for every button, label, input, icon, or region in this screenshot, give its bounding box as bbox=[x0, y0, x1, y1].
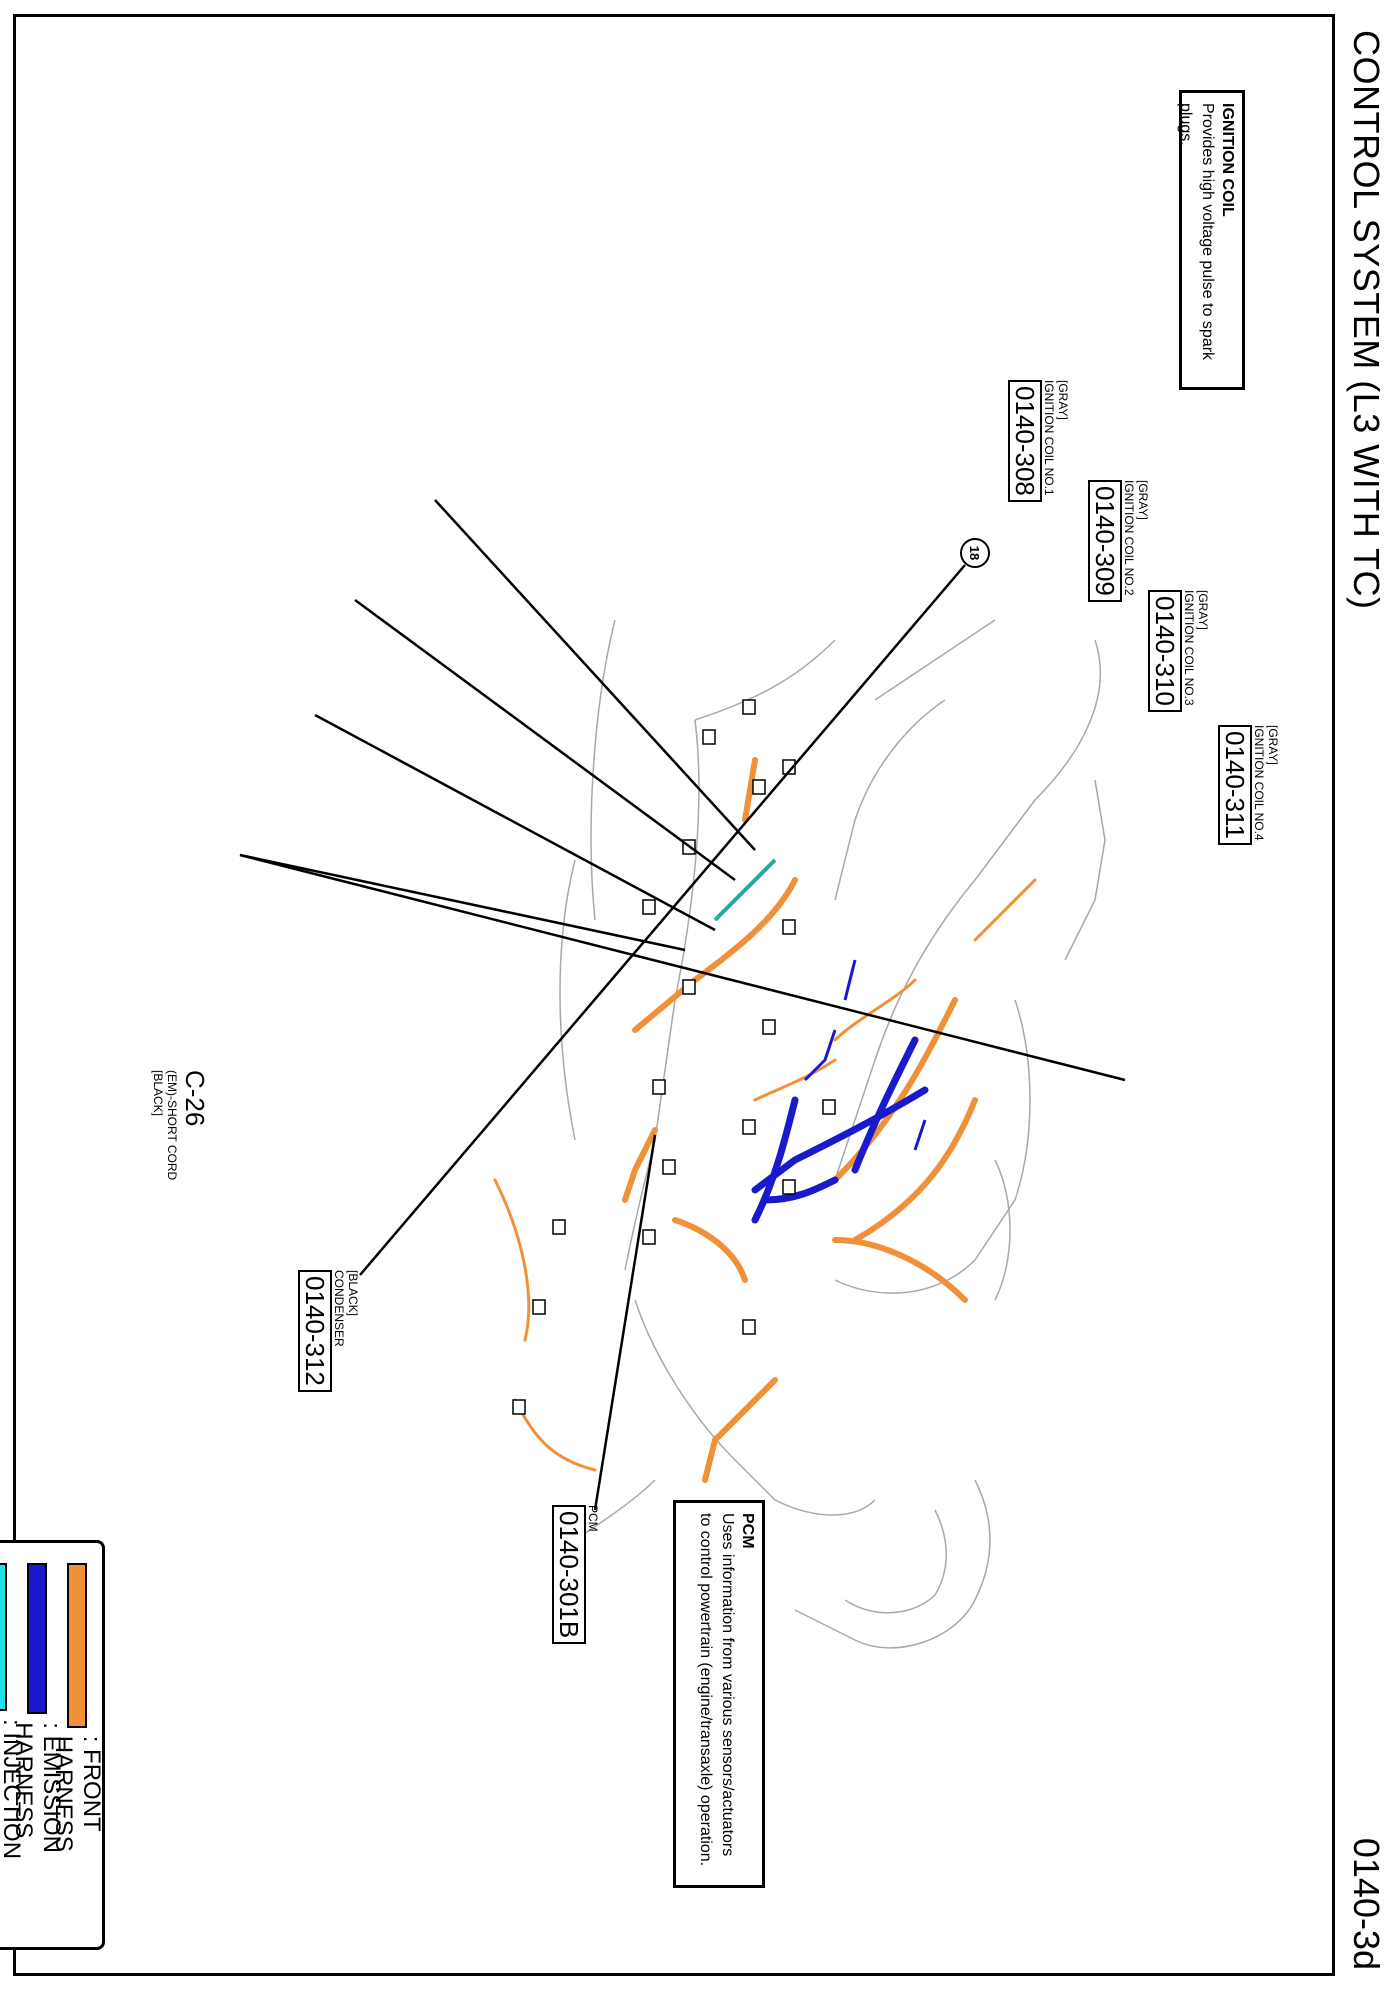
ignition-coil-heading: IGNITION COIL bbox=[1219, 103, 1236, 217]
connector-0140-301b-code[interactable]: 0140-301B bbox=[552, 1505, 586, 1645]
callout-18: 18 bbox=[960, 538, 990, 568]
connector-c-26-name: (EM)-SHORT CORD bbox=[165, 1070, 179, 1181]
connector-0140-308: [GRAY] IGNITION COIL NO.1 0140-308 bbox=[1008, 380, 1070, 502]
pcm-heading: PCM bbox=[739, 1513, 756, 1549]
leader-lines bbox=[239, 499, 1126, 1511]
connector-blobs bbox=[512, 699, 836, 1415]
connector-0140-311-name: IGNITION COIL NO.4 bbox=[1252, 725, 1266, 841]
pcm-info-box: PCM Uses information from various sensor… bbox=[673, 1500, 765, 1888]
connector-0140-311: [GRAY] IGNITION COIL NO.4 0140-311 bbox=[1218, 725, 1280, 845]
connector-0140-310: [GRAY] IGNITION COIL NO.3 0140-310 bbox=[1148, 590, 1210, 712]
connector-0140-311-code[interactable]: 0140-311 bbox=[1218, 725, 1252, 845]
connector-0140-310-color: [GRAY] bbox=[1196, 590, 1210, 630]
emission-harness-branches bbox=[803, 959, 927, 1151]
harness-legend: : FRONT HARNESS : EMISSION HARNESS : INJ… bbox=[0, 1540, 105, 1950]
connector-0140-301b-name: PCM bbox=[586, 1505, 600, 1532]
connector-0140-311-color: [GRAY] bbox=[1266, 725, 1280, 765]
connector-0140-310-name: IGNITION COIL NO.3 bbox=[1182, 590, 1196, 706]
connector-c-26: C-26 (EM)-SHORT CORD [BLACK] bbox=[151, 1070, 210, 1180]
connector-0140-312: [BLACK] CONDENSER 0140-312 bbox=[298, 1270, 360, 1392]
callout-18-label: 18 bbox=[967, 546, 982, 560]
pcm-description-line1: Uses information from various sensors/ac… bbox=[719, 1513, 736, 1857]
connector-c-26-color: [BLACK] bbox=[151, 1070, 165, 1117]
injection-harness bbox=[713, 858, 777, 922]
legend-item-injection: : INJECTION HARNESS bbox=[0, 1563, 25, 1947]
pcm-description-line2: to control powertrain (engine/transaxle)… bbox=[697, 1513, 714, 1867]
legend-item-emission: : EMISSION HARNESS bbox=[10, 1563, 65, 1947]
connector-0140-308-code[interactable]: 0140-308 bbox=[1008, 380, 1042, 502]
vehicle-outline bbox=[559, 619, 1106, 1649]
connector-0140-308-name: IGNITION COIL NO.1 bbox=[1042, 380, 1056, 496]
front-harness-swatch bbox=[67, 1563, 87, 1728]
connector-0140-308-color: [GRAY] bbox=[1056, 380, 1070, 420]
connector-0140-301b: PCM 0140-301B bbox=[552, 1505, 600, 1645]
ignition-coil-info-box: IGNITION COIL Provides high voltage puls… bbox=[1177, 90, 1245, 390]
connector-0140-309-name: IGNITION COIL NO.2 bbox=[1122, 480, 1136, 596]
ignition-coil-description: Provides high voltage pulse to spark plu… bbox=[1177, 103, 1216, 361]
front-harness bbox=[622, 757, 978, 1483]
emission-harness bbox=[751, 1036, 929, 1224]
connector-c-26-code[interactable]: C-26 bbox=[180, 1070, 210, 1127]
injection-harness-swatch bbox=[0, 1563, 7, 1712]
connector-0140-312-name: CONDENSER bbox=[332, 1270, 346, 1347]
connector-0140-312-code[interactable]: 0140-312 bbox=[298, 1270, 332, 1392]
emission-harness-swatch bbox=[27, 1563, 47, 1715]
connector-0140-309: [GRAY] IGNITION COIL NO.2 0140-309 bbox=[1088, 480, 1150, 602]
connector-0140-312-color: [BLACK] bbox=[346, 1270, 360, 1317]
connector-0140-309-color: [GRAY] bbox=[1136, 480, 1150, 520]
legend-item-front: : FRONT HARNESS bbox=[50, 1563, 105, 1947]
front-harness-branches bbox=[493, 878, 1037, 1582]
connector-0140-310-code[interactable]: 0140-310 bbox=[1148, 590, 1182, 712]
legend-label-injection: : INJECTION HARNESS bbox=[0, 1719, 25, 1860]
connector-0140-309-code[interactable]: 0140-309 bbox=[1088, 480, 1122, 602]
